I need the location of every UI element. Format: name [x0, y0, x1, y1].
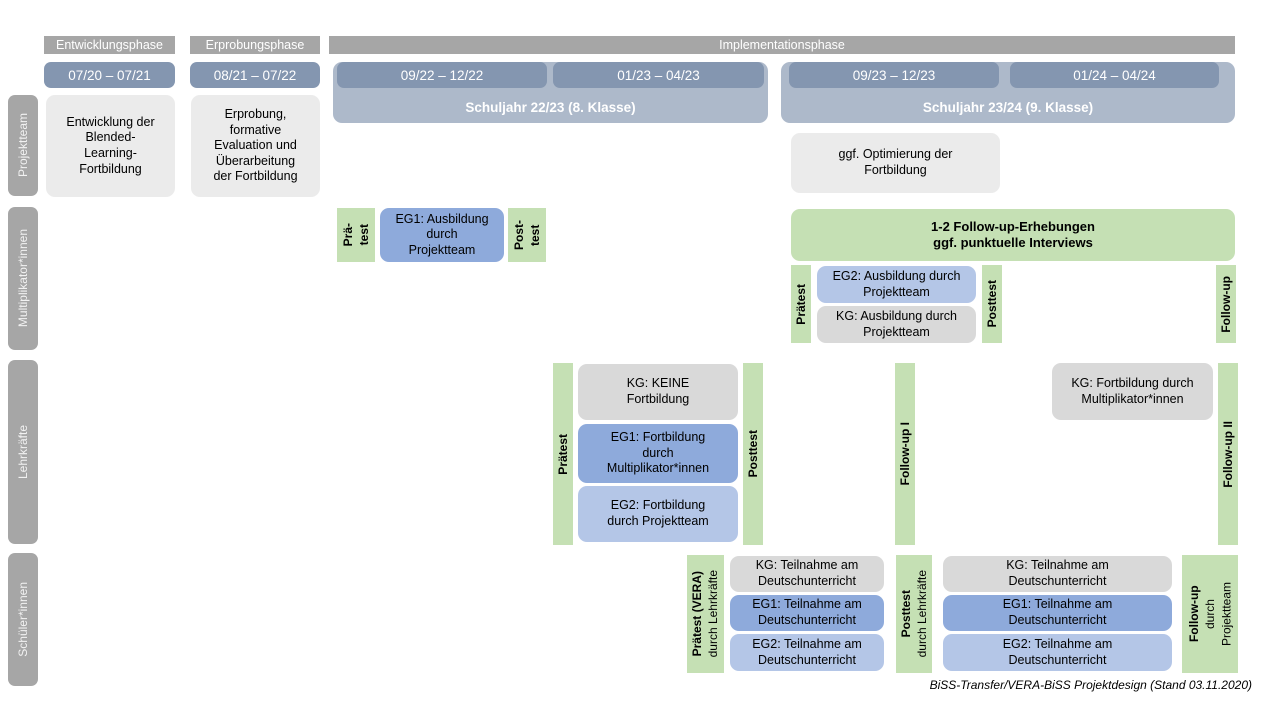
- bar-posttest-schueler: Posttest durch Lehrkräfte: [896, 555, 932, 673]
- date-range-0720-0721: 07/20 – 07/21: [44, 62, 175, 88]
- praetest-text: Prätest: [793, 283, 808, 325]
- box-eg1-teilnahme-1: EG1: Teilnahme am Deutschunterricht: [730, 595, 884, 631]
- row-label-projektteam: Projektteam: [8, 95, 38, 196]
- phase-implementationsphase: Implementationsphase: [329, 36, 1235, 54]
- row-label-multiplikatorinnen-text: Multiplikator*innen: [15, 229, 30, 328]
- followup1-text: Follow-up I: [897, 422, 912, 486]
- bar-posttest-multiplikatoren-1: Post- test: [508, 208, 546, 262]
- phase-erprobungsphase: Erprobungsphase: [190, 36, 320, 54]
- praetest-text: Prätest: [555, 433, 570, 475]
- box-eg2-teilnahme-2: EG2: Teilnahme am Deutschunterricht: [943, 634, 1172, 671]
- bar-followup1-lehrkraefte: Follow-up I: [895, 363, 915, 545]
- box-erprobung-evaluation: Erprobung, formative Evaluation und Über…: [191, 95, 320, 197]
- followup-text: Follow-up: [1218, 275, 1233, 333]
- row-label-schuelerinnen: Schüler*innen: [8, 553, 38, 686]
- posttest-line1: Post-: [511, 220, 526, 250]
- box-kg-teilnahme-1: KG: Teilnahme am Deutschunterricht: [730, 556, 884, 592]
- bar-followup-multiplikatoren: Follow-up: [1216, 265, 1236, 343]
- bar-praetest-vera-schueler: Prätest (VERA) durch Lehrkräfte: [687, 555, 724, 673]
- box-eg1-fortbildung-multiplikatoren: EG1: Fortbildung durch Multiplikator*inn…: [578, 424, 738, 483]
- date-range-0821-0722: 08/21 – 07/22: [190, 62, 320, 88]
- bar-praetest-lehrkraefte: Prätest: [553, 363, 573, 545]
- posttest-text: Posttest: [745, 430, 760, 478]
- followup-durch: durch: [1202, 598, 1217, 630]
- posttest-text: Posttest: [898, 590, 913, 638]
- box-eg2-teilnahme-1: EG2: Teilnahme am Deutschunterricht: [730, 634, 884, 671]
- bar-followup-schueler: Follow-up durch Projektteam: [1182, 555, 1238, 673]
- date-range-0923-1223: 09/23 – 12/23: [789, 62, 999, 88]
- praetest-line1: Prä-: [340, 223, 355, 247]
- box-entwicklung-fortbildung: Entwicklung der Blended- Learning- Fortb…: [46, 95, 175, 197]
- bar-posttest-lehrkraefte: Posttest: [743, 363, 763, 545]
- posttest-line2: test: [528, 224, 542, 246]
- bar-praetest-multiplikatoren-1: Prä- test: [337, 208, 375, 262]
- box-optimierung-fortbildung: ggf. Optimierung der Fortbildung: [791, 133, 1000, 193]
- box-kg-fortbildung-multiplikatoren: KG: Fortbildung durch Multiplikator*inne…: [1052, 363, 1213, 420]
- diagram-caption: BiSS-Transfer/VERA-BiSS Projektdesign (S…: [929, 678, 1252, 692]
- followup2-text: Follow-up II: [1220, 420, 1235, 488]
- bar-praetest-multiplikatoren-2: Prätest: [791, 265, 811, 343]
- followup-text: Follow-up: [1186, 585, 1201, 643]
- date-range-0123-0423: 01/23 – 04/23: [553, 62, 764, 88]
- box-kg-teilnahme-2: KG: Teilnahme am Deutschunterricht: [943, 556, 1172, 592]
- box-kg-ausbildung-projektteam: KG: Ausbildung durch Projektteam: [817, 306, 976, 343]
- box-eg1-ausbildung-projektteam: EG1: Ausbildung durch Projektteam: [380, 208, 504, 262]
- row-label-lehrkraefte: Lehrkräfte: [8, 360, 38, 544]
- row-label-lehrkraefte-text: Lehrkräfte: [15, 424, 30, 480]
- praetest-line2: test: [357, 224, 371, 246]
- box-kg-keine-fortbildung: KG: KEINE Fortbildung: [578, 364, 738, 420]
- row-label-schuelerinnen-text: Schüler*innen: [15, 582, 30, 657]
- date-range-0922-1222: 09/22 – 12/22: [337, 62, 547, 88]
- bar-posttest-multiplikatoren-2: Posttest: [982, 265, 1002, 343]
- box-followup-erhebungen: 1-2 Follow-up-Erhebungen ggf. punktuelle…: [791, 209, 1235, 261]
- followup-projektteam: Projektteam: [1219, 581, 1234, 647]
- box-eg2-fortbildung-projektteam: EG2: Fortbildung durch Projektteam: [578, 486, 738, 542]
- box-eg2-ausbildung-projektteam: EG2: Ausbildung durch Projektteam: [817, 266, 976, 303]
- posttest-sub: durch Lehrkräfte: [915, 570, 929, 658]
- praetest-vera-text: Prätest (VERA): [690, 571, 705, 657]
- posttest-text: Posttest: [984, 280, 999, 328]
- row-label-projektteam-text: Projektteam: [15, 113, 30, 178]
- box-eg1-teilnahme-2: EG1: Teilnahme am Deutschunterricht: [943, 595, 1172, 631]
- phase-entwicklungsphase: Entwicklungsphase: [44, 36, 175, 54]
- bar-followup2-lehrkraefte: Follow-up II: [1218, 363, 1238, 545]
- date-range-0124-0424: 01/24 – 04/24: [1010, 62, 1219, 88]
- row-label-multiplikatorinnen: Multiplikator*innen: [8, 207, 38, 350]
- praetest-vera-sub: durch Lehrkräfte: [706, 570, 721, 658]
